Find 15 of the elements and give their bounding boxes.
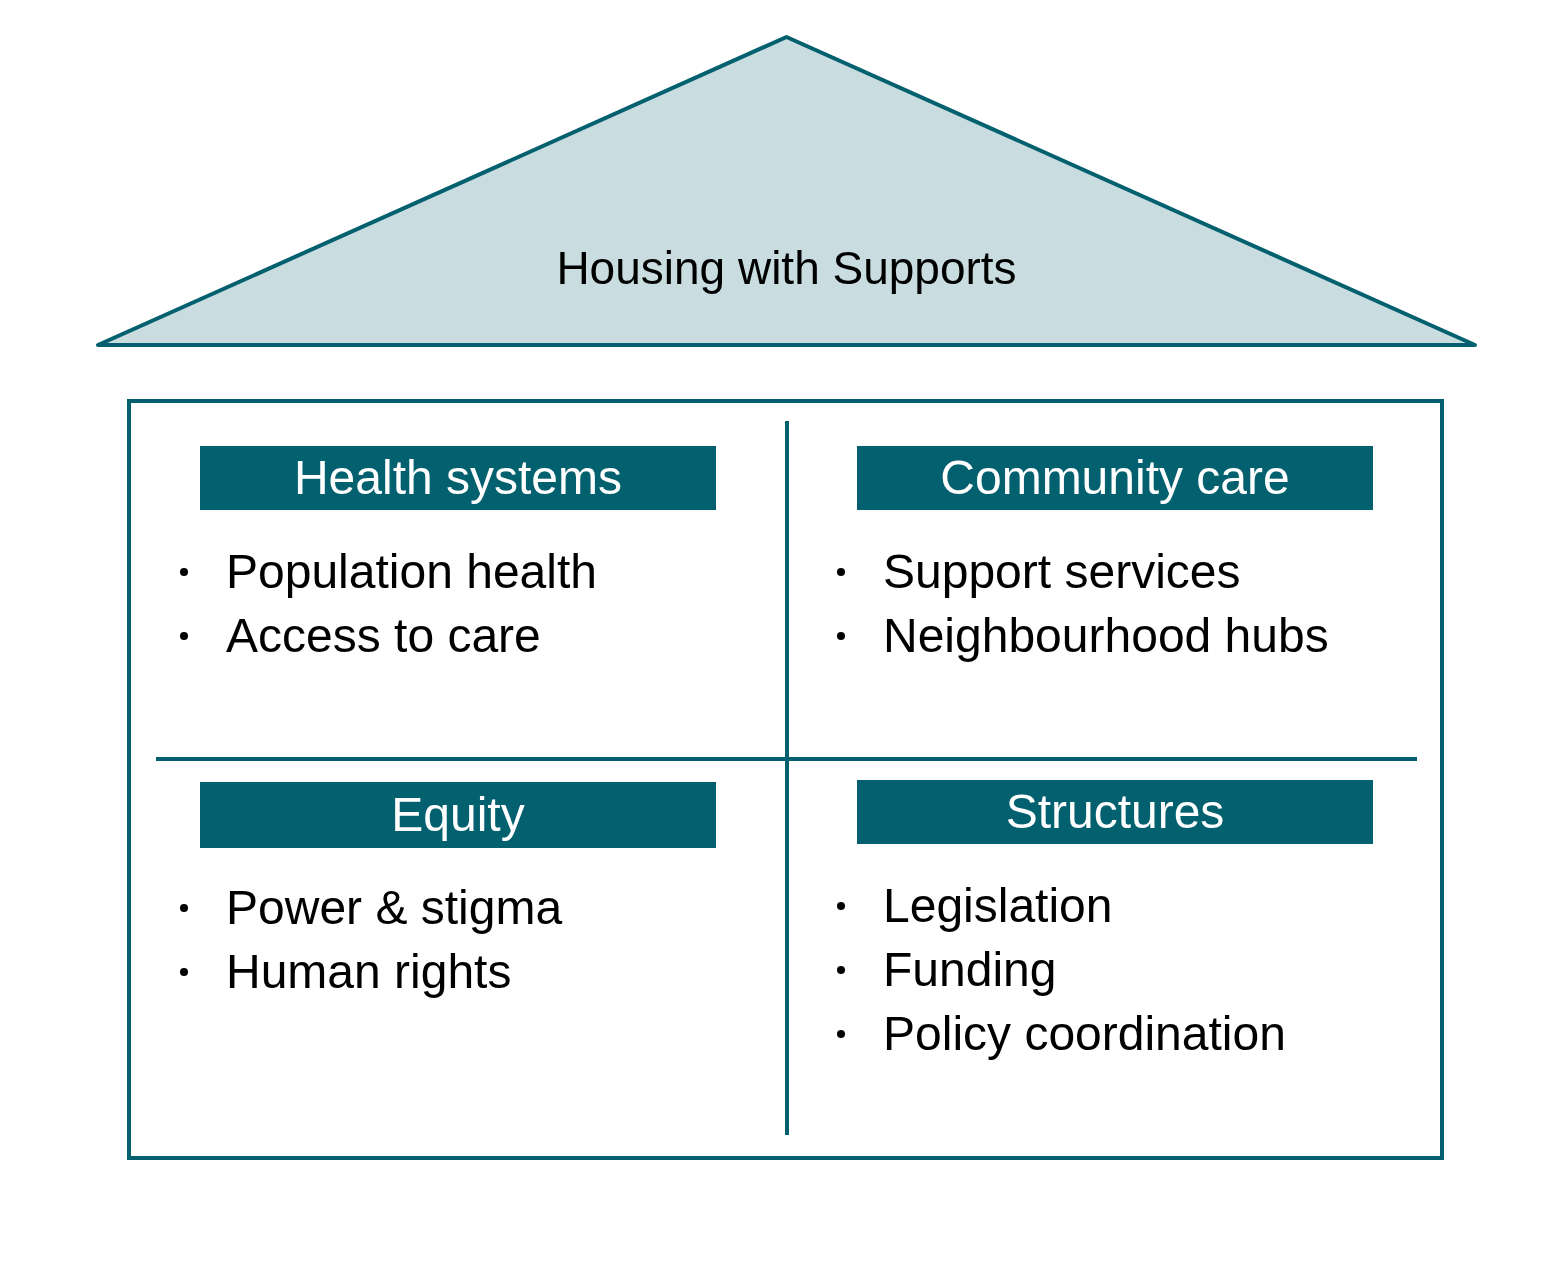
roof-title: Housing with Supports — [556, 241, 1017, 296]
bullet-text: Legislation — [883, 878, 1113, 934]
bullet-text: Power & stigma — [226, 880, 563, 936]
section-header: Community care — [857, 446, 1373, 510]
bullet-text: Support services — [883, 544, 1241, 600]
bullet-text: Access to care — [226, 608, 541, 664]
section-header: Health systems — [200, 446, 716, 510]
section-header: Structures — [857, 780, 1373, 844]
bullet-text: Policy coordination — [883, 1006, 1286, 1062]
house-body-frame — [127, 399, 1444, 1160]
section-header: Equity — [200, 782, 716, 848]
bullet-text: Funding — [883, 942, 1057, 998]
bullet-text: Neighbourhood hubs — [883, 608, 1329, 664]
bullet-text: Human rights — [226, 944, 512, 1000]
bullet-text: Population health — [226, 544, 597, 600]
